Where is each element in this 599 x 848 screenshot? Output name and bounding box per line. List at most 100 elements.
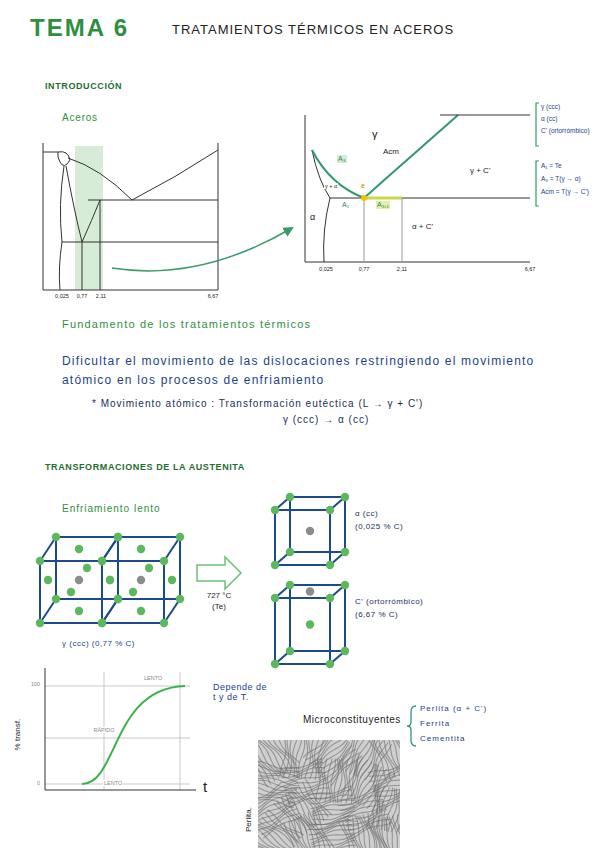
mini-phase-diagram xyxy=(62,242,218,243)
cell-edge xyxy=(289,585,291,651)
atom-dot xyxy=(326,561,334,569)
atom-dot xyxy=(271,594,279,602)
phase-diagram xyxy=(364,198,365,262)
atom-dot xyxy=(98,619,106,627)
atom-dot xyxy=(160,619,168,627)
mini-phase-diagram xyxy=(100,200,101,290)
atom-dot xyxy=(286,493,294,501)
pearlite-lamella xyxy=(258,826,292,848)
subheading: Fundamento de los tratamientos térmicos xyxy=(62,318,311,331)
transformation-arrow xyxy=(197,557,241,589)
pearlite-lamella xyxy=(298,816,317,848)
atom-dot xyxy=(145,564,153,572)
temperature-label: (Te) xyxy=(212,602,226,611)
atom-dot xyxy=(106,576,114,584)
mini-phase-diagram xyxy=(58,152,70,166)
pearlite-lamella xyxy=(389,816,400,848)
pearlite-lamella xyxy=(368,822,379,848)
pearlite-lamella xyxy=(280,824,298,848)
section-heading: TRANSFORMACIONES DE LA AUSTENITA xyxy=(45,462,245,472)
cell-edge xyxy=(102,537,118,561)
cell-edge xyxy=(102,599,118,623)
axis-value: 2,11 xyxy=(96,293,106,299)
transformation-chart xyxy=(45,668,196,790)
atom-dot xyxy=(137,607,145,615)
temperature-note: Acm = T(γ → C') xyxy=(541,188,593,195)
phase-diagram xyxy=(361,195,367,201)
pearlite-lamella xyxy=(258,740,400,848)
temperature-note: A₃ = T(γ → α) xyxy=(541,175,593,182)
legend-bracket xyxy=(536,161,539,206)
atom-dot xyxy=(36,619,44,627)
note-text: Depende de t y de T. xyxy=(213,682,269,703)
mini-phase-diagram xyxy=(66,166,82,242)
atom-dot xyxy=(44,576,52,584)
pearlite-lamella xyxy=(258,786,284,807)
cell-edge xyxy=(344,497,346,552)
temperature-note: A₁ = Te xyxy=(541,162,562,169)
cell-edge xyxy=(117,537,119,599)
subtitle: TRATAMIENTOS TÉRMICOS EN ACEROS xyxy=(172,23,454,38)
point-label: e xyxy=(361,182,365,190)
cell-figure xyxy=(35,531,195,635)
cell-edge xyxy=(101,561,103,623)
pearlite-lamella xyxy=(357,816,370,848)
atom-dot xyxy=(114,595,122,603)
structure-note: C' (ortorrómbico) xyxy=(541,127,593,134)
note-text: * Movimiento atómico : Transformación eu… xyxy=(92,398,423,410)
subheading: Aceros xyxy=(62,112,98,124)
atom-dot xyxy=(75,607,83,615)
temperature-label: 727 °C xyxy=(207,591,232,600)
atom-dot xyxy=(326,660,334,668)
axis-title: t xyxy=(203,778,207,795)
cell-edge xyxy=(56,536,118,538)
pearlite-lamella xyxy=(345,740,364,772)
cell-edge xyxy=(39,561,41,623)
cell-edge xyxy=(40,537,56,561)
line-label: Acm xyxy=(383,147,399,156)
pearlite-lamella xyxy=(353,817,366,848)
page-title: TEMA 6 xyxy=(30,14,129,42)
pearlite-lamella xyxy=(324,758,327,802)
pearlite-lamella xyxy=(316,758,321,802)
atom-dot xyxy=(306,620,314,628)
unit-cell xyxy=(271,493,349,569)
phase-diagram xyxy=(305,115,530,262)
pearlite-lamella xyxy=(258,828,291,848)
atom-dot xyxy=(137,576,145,584)
atom-dot xyxy=(326,594,334,602)
pearlite-lamella xyxy=(306,740,338,760)
pearlite-lamella xyxy=(368,760,400,773)
atom-dot xyxy=(52,533,60,541)
phase-diagram xyxy=(324,198,330,262)
cell-edge xyxy=(40,599,56,623)
pearlite-lamella xyxy=(258,834,286,848)
axis-value: 0,025 xyxy=(319,266,333,272)
atom-dot xyxy=(160,557,168,565)
pearlite-lamella xyxy=(377,819,387,848)
atom-dot xyxy=(114,595,122,603)
atom-dot xyxy=(114,533,122,541)
axis-value: 0,77 xyxy=(77,293,88,299)
transformation-chart xyxy=(45,668,196,790)
atom-dot xyxy=(67,588,75,596)
cell-edge xyxy=(290,584,345,586)
structure-note: α (cc) xyxy=(541,115,557,122)
pearlite-lamella xyxy=(258,752,268,787)
mini-phase-diagram xyxy=(59,166,64,290)
cell-edge xyxy=(40,560,102,562)
cell-edge xyxy=(289,497,291,552)
pearlite-lamella xyxy=(258,750,271,785)
atom-dot xyxy=(286,581,294,589)
line-label: A₁ xyxy=(342,201,349,209)
cell-figure xyxy=(270,492,352,572)
curve-note: RÁPIDO xyxy=(92,727,115,733)
pearlite-lamella xyxy=(348,819,360,848)
pearlite-lamella xyxy=(384,788,393,831)
atom-dot xyxy=(98,619,106,627)
crystal-cell: γ (ccc) (0,77 % C) xyxy=(35,531,197,651)
atom-dot xyxy=(98,557,106,565)
pearlite-lamella xyxy=(308,786,351,795)
unit-cell xyxy=(36,533,184,627)
